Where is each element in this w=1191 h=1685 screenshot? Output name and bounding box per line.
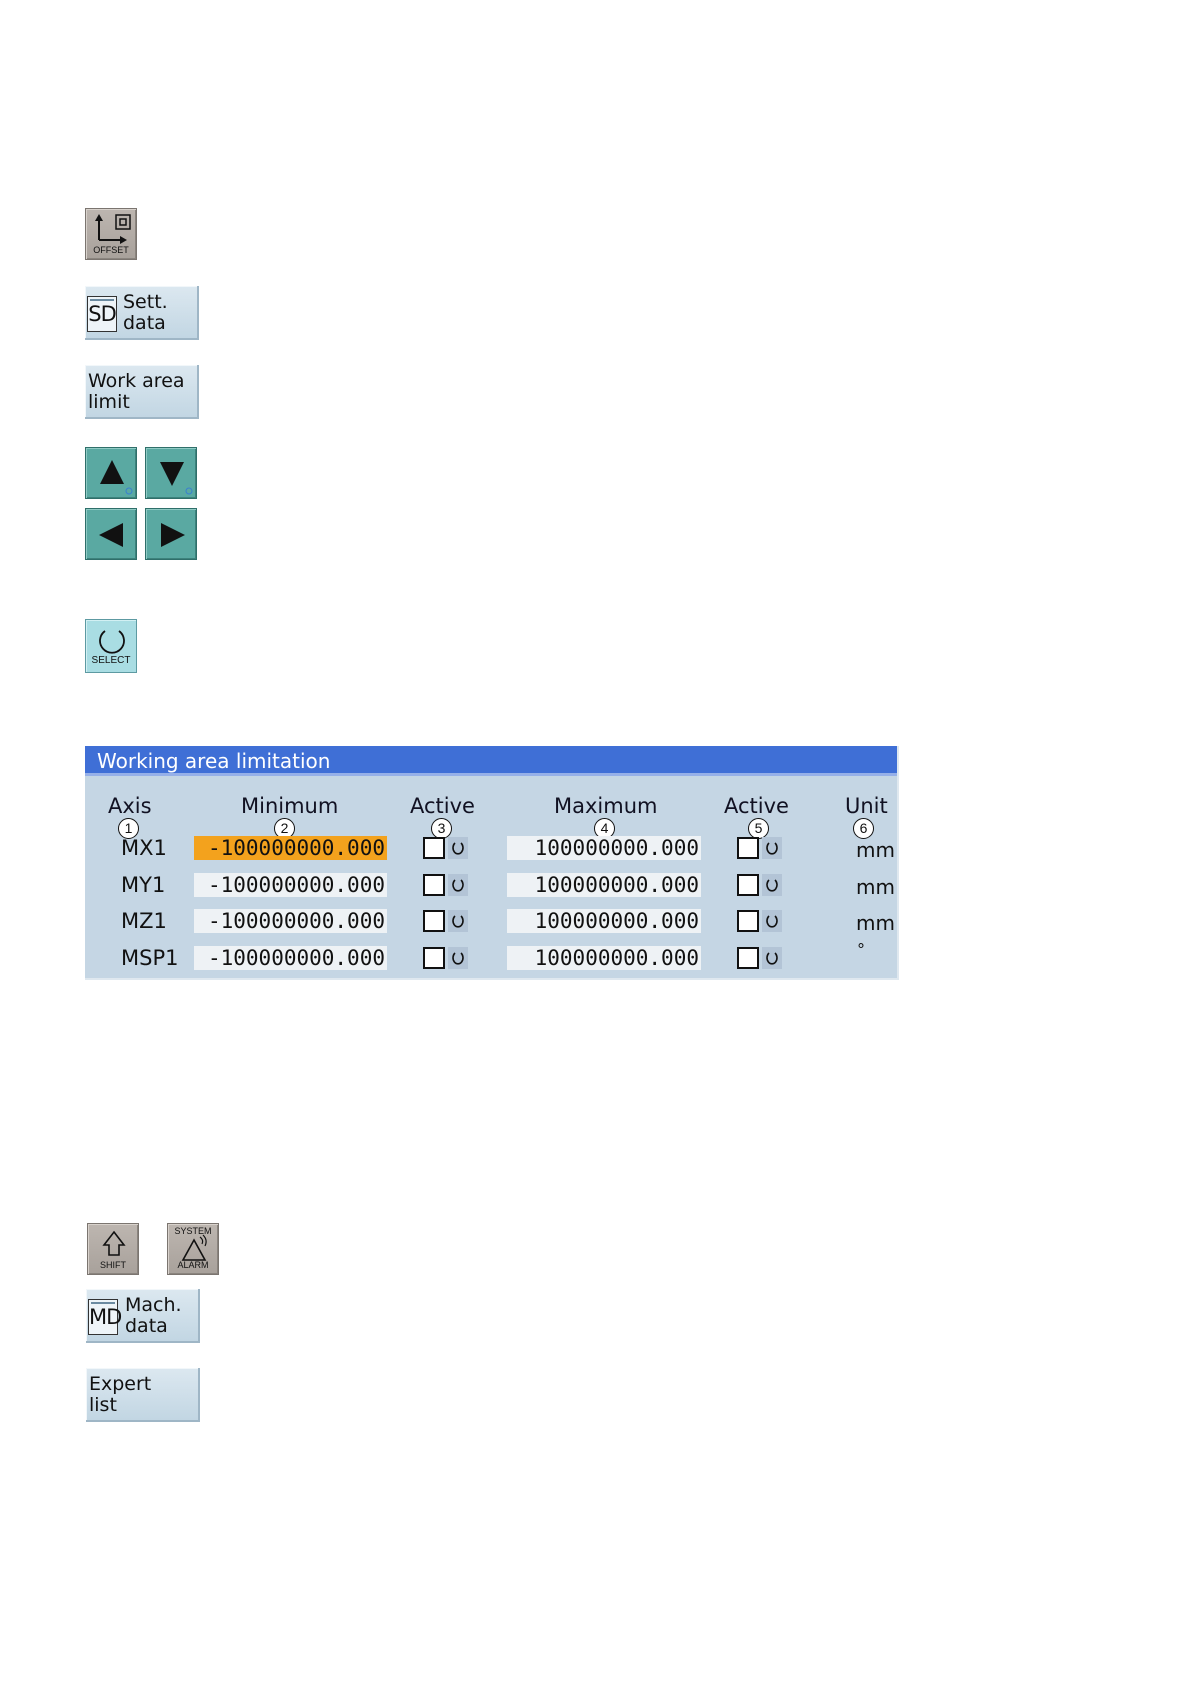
select-key-label: SELECT [91,655,131,666]
sd-icon: SD [87,296,117,332]
minimum-active-toggle[interactable] [448,910,468,932]
table-row: MZ1 -100000000.000 100000000.000 mm [85,907,897,937]
minimum-active-checkbox[interactable] [423,873,445,896]
select-key[interactable]: SELECT [85,619,137,673]
maximum-active-checkbox[interactable] [737,837,759,859]
sett-data-softkey[interactable]: SD Sett. data [85,286,199,340]
shift-arrow-icon [102,1230,126,1256]
column-header-maximum: Maximum [554,794,658,818]
axis-name: MX1 [121,836,167,860]
column-header-active-min: Active [410,794,475,818]
alarm-label: ALARM [177,1260,209,1270]
sett-data-label: Sett. data [123,291,168,334]
toggle-icon [766,878,778,892]
expert-list-label: Expert list [89,1373,152,1416]
unit-label: mm [856,911,895,935]
system-alarm-key[interactable]: SYSTEM ALARM [167,1223,219,1275]
offset-icon [95,214,131,244]
column-header-axis: Axis [108,794,152,818]
toggle-icon [452,878,464,892]
maximum-active-toggle[interactable] [762,910,782,932]
toggle-icon [452,842,464,855]
arrow-down-icon [160,462,193,495]
arrow-up-icon [100,460,133,495]
column-header-active-max: Active [724,794,789,818]
axis-name: MSP1 [121,945,179,970]
toggle-icon [452,915,464,928]
toggle-icon [452,951,464,965]
minimum-field[interactable]: -100000000.000 [194,909,387,933]
maximum-field[interactable]: 100000000.000 [507,872,701,897]
minimum-field[interactable]: -100000000.000 [194,945,387,970]
toggle-icon [766,842,778,855]
callout-1: 1 [118,818,139,839]
column-header-minimum: Minimum [241,794,339,818]
table-row: MX1 -100000000.000 100000000.000 mm [85,834,897,864]
arrow-right-icon [161,523,185,547]
table-row: MSP1 -100000000.000 100000000.000 ° [85,940,897,974]
shift-key-label: SHIFT [100,1260,126,1270]
axis-name: MZ1 [121,909,167,933]
md-icon: MD [88,1299,122,1335]
maximum-active-checkbox[interactable] [737,946,759,969]
arrow-up-key[interactable] [85,447,137,499]
system-label: SYSTEM [174,1226,212,1236]
working-area-limitation-dialog: Working area limitation Axis Minimum Act… [85,746,899,980]
dialog-title: Working area limitation [85,746,897,776]
shift-key[interactable]: SHIFT [87,1223,139,1275]
offset-key[interactable]: OFFSET [85,208,137,260]
minimum-active-checkbox[interactable] [423,910,445,932]
maximum-active-toggle[interactable] [762,873,782,896]
expert-list-softkey[interactable]: Expert list [86,1368,200,1422]
maximum-field[interactable]: 100000000.000 [507,945,701,970]
unit-label: mm [856,838,895,862]
minimum-active-toggle[interactable] [448,837,468,859]
offset-key-label: OFFSET [93,245,129,255]
toggle-icon [766,915,778,928]
callout-6: 6 [853,818,874,839]
axis-name: MY1 [121,872,166,897]
work-area-limit-label: Work area limit [88,370,185,413]
alarm-triangle-icon [181,1234,207,1261]
table-row: MY1 -100000000.000 100000000.000 mm [85,871,897,901]
toggle-icon [766,951,778,965]
minimum-active-toggle[interactable] [448,873,468,896]
unit-label: ° [857,939,865,959]
mach-data-softkey[interactable]: MD Mach. data [86,1289,200,1343]
maximum-field[interactable]: 100000000.000 [507,836,701,860]
minimum-field[interactable]: -100000000.000 [194,836,387,860]
arrow-left-icon [99,523,123,547]
minimum-active-checkbox[interactable] [423,946,445,969]
maximum-active-checkbox[interactable] [737,873,759,896]
arrow-left-key[interactable] [85,508,137,560]
unit-label: mm [856,874,895,899]
arrow-down-key[interactable] [145,447,197,499]
minimum-active-toggle[interactable] [448,946,468,969]
maximum-field[interactable]: 100000000.000 [507,909,701,933]
arrow-right-key[interactable] [145,508,197,560]
minimum-field[interactable]: -100000000.000 [194,872,387,897]
maximum-active-checkbox[interactable] [737,910,759,932]
minimum-active-checkbox[interactable] [423,837,445,859]
maximum-active-toggle[interactable] [762,837,782,859]
work-area-limit-softkey[interactable]: Work area limit [85,365,199,419]
maximum-active-toggle[interactable] [762,946,782,969]
mach-data-label: Mach. data [125,1294,182,1337]
select-icon [99,630,125,654]
column-header-unit: Unit [845,794,888,818]
